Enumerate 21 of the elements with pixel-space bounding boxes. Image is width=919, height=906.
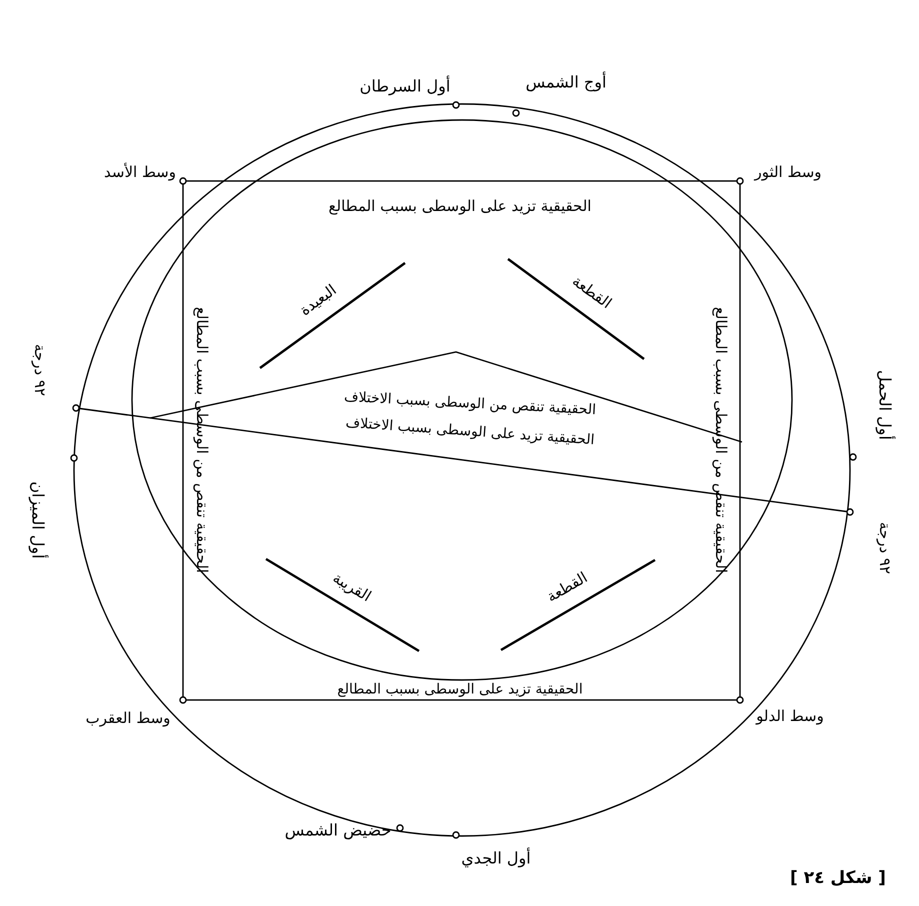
point-label: أول الجدي bbox=[461, 848, 531, 868]
point-label: وسط الثور bbox=[754, 163, 822, 181]
point-label: أول الحمل bbox=[875, 370, 895, 440]
arc-label: القطعة bbox=[568, 272, 616, 312]
region-label: الحقيقية تزيد على الوسطى بسبب المطالع bbox=[337, 682, 583, 698]
point-label: ٩٢ درجة bbox=[31, 344, 49, 396]
arc-label: القريبة bbox=[330, 568, 374, 606]
point-label: وسط الأسد bbox=[104, 163, 176, 181]
point-label: وسط العقرب bbox=[86, 709, 170, 727]
region-label: الحقيقية تنقص من الوسطى بسبب المطالع bbox=[193, 306, 211, 574]
point-label: ٩٢ درجة bbox=[876, 522, 894, 574]
figure-caption: [ شكل ٢٤ ] bbox=[790, 868, 886, 888]
region-label: الحقيقية تزيد على الوسطى بسبب المطالع bbox=[328, 197, 592, 215]
point-label: أول الميزان bbox=[28, 481, 48, 559]
point-label: أول السرطان bbox=[360, 76, 450, 96]
point-label: حضيض الشمس bbox=[284, 820, 392, 840]
region-label: الحقيقية تنقص من الوسطى بسبب المطالع bbox=[712, 306, 730, 574]
point-label: أوج الشمس bbox=[526, 72, 606, 92]
point-label: وسط الدلو bbox=[756, 707, 824, 725]
arc-label: القطعة bbox=[543, 568, 591, 606]
arc-label: البعيدة bbox=[296, 280, 340, 320]
